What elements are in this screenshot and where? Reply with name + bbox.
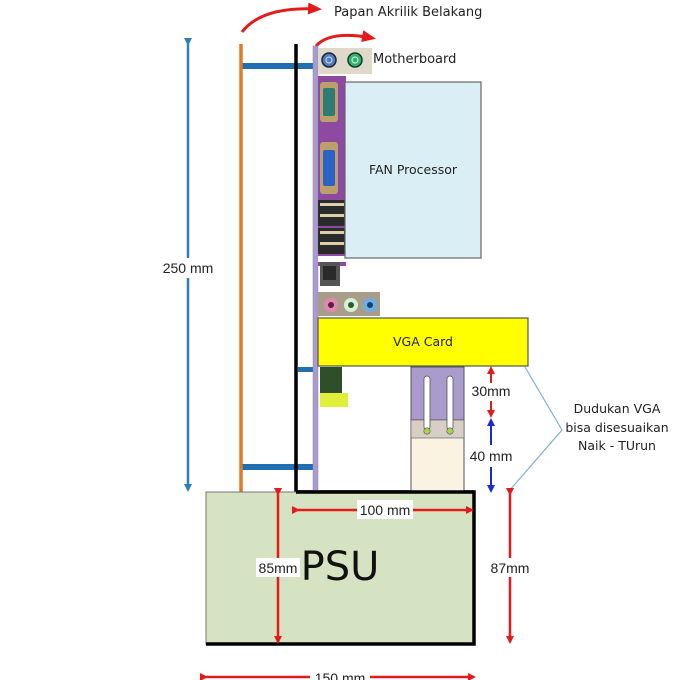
note-line-1: Dudukan VGA bbox=[574, 401, 661, 416]
width-150-label: 150 mm bbox=[315, 670, 366, 680]
note-line-2: bisa disesuaikan bbox=[565, 420, 668, 435]
note-line-3: Naik - TUrun bbox=[578, 438, 656, 453]
acrylic-panel-pointer-arrow bbox=[240, 2, 322, 33]
height-250-label: 250 mm bbox=[163, 260, 214, 276]
ps2-mouse-port-icon bbox=[321, 52, 337, 68]
adjust-slot-right bbox=[446, 375, 454, 431]
mount-40-label: 40 mm bbox=[470, 448, 513, 464]
vga-mount-upper bbox=[410, 366, 465, 421]
psu-label: PSU bbox=[301, 544, 380, 590]
psu-87-label: 87mm bbox=[491, 560, 530, 576]
standoff-middle bbox=[298, 367, 316, 372]
motherboard-edge bbox=[312, 45, 319, 493]
standoff-bottom bbox=[242, 464, 316, 470]
adjust-screw-right bbox=[446, 427, 454, 435]
fan-processor-box bbox=[344, 81, 482, 259]
motherboard-pointer-arrow bbox=[314, 30, 376, 48]
vga-card bbox=[317, 317, 529, 367]
adjust-slot-left bbox=[423, 375, 431, 431]
standoff-top bbox=[242, 63, 316, 69]
adjust-screw-left bbox=[423, 427, 431, 435]
width-100-label: 100 mm bbox=[360, 502, 411, 518]
psu-85-label: 85mm bbox=[259, 560, 298, 576]
gap-30-label: 30mm bbox=[472, 383, 511, 399]
ps2-keyboard-port-icon bbox=[347, 52, 363, 68]
note-callout-bracket bbox=[508, 366, 563, 492]
vga-bracket-connector bbox=[320, 367, 342, 395]
motherboard-label: Motherboard bbox=[373, 52, 456, 67]
rear-acrylic-panel-label: Papan Akrilik Belakang bbox=[334, 5, 482, 20]
io-panel bbox=[318, 48, 380, 316]
vga-card-label: VGA Card bbox=[393, 334, 453, 349]
fan-processor-label: FAN Processor bbox=[369, 162, 458, 177]
psu-box bbox=[205, 491, 475, 645]
